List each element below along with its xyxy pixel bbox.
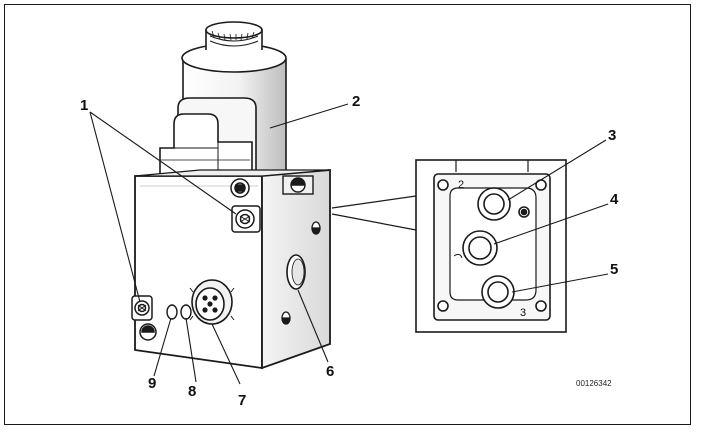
front-screw-top <box>230 178 250 198</box>
side-mounting-holes <box>281 221 321 325</box>
front-screw-bottom <box>139 323 157 341</box>
figure-border <box>4 4 691 425</box>
m12-connector <box>189 279 235 325</box>
side-port <box>286 254 306 290</box>
callout-3: 3 <box>608 127 616 144</box>
leader-lines <box>89 103 609 385</box>
callout-1: 1 <box>80 97 88 114</box>
detail-inset <box>331 159 567 333</box>
status-led-8 <box>180 304 192 320</box>
document-id: 00126342 <box>576 379 612 388</box>
side-top-screw <box>282 175 314 195</box>
port-label-3: 3 <box>520 307 526 319</box>
callout-5: 5 <box>610 261 618 278</box>
status-led-9 <box>166 304 178 320</box>
callout-2: 2 <box>352 93 360 110</box>
callout-6: 6 <box>326 363 334 380</box>
callout-7: 7 <box>238 392 246 409</box>
callout-9: 9 <box>148 375 156 392</box>
callout-8: 8 <box>188 383 196 400</box>
coil-connector <box>159 97 257 177</box>
callout-4: 4 <box>610 191 619 208</box>
port-label-2: 2 <box>458 179 464 191</box>
manual-override-upper <box>231 205 261 233</box>
manual-override-lower <box>131 295 153 321</box>
